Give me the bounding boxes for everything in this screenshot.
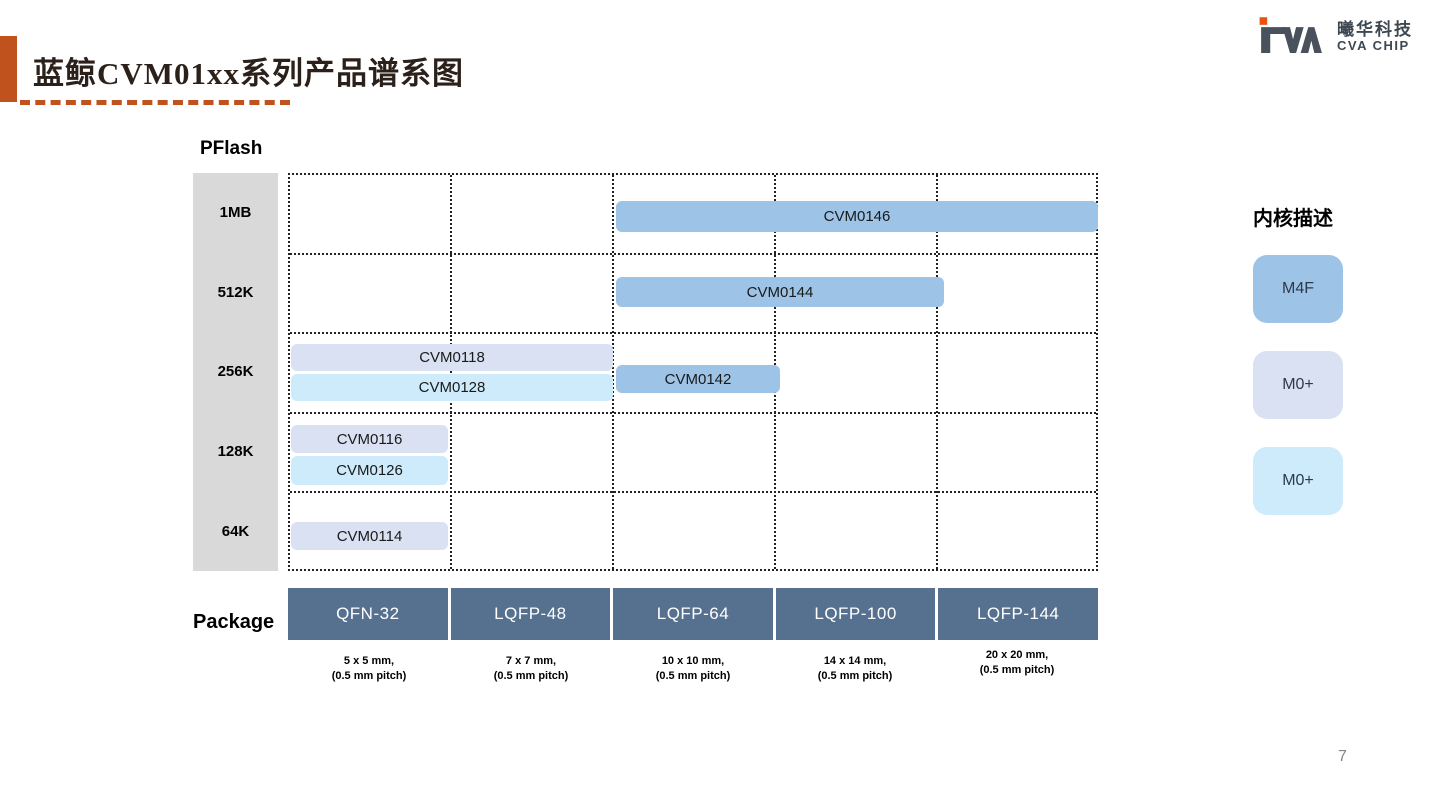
cva-logo-icon — [1259, 17, 1322, 53]
product-bar-cvm0144: CVM0144 — [616, 277, 944, 307]
grid-vline — [612, 175, 614, 569]
logo-company-name-en: CVA CHIP — [1337, 38, 1410, 54]
package-cell-lqfp100: LQFP-100 — [775, 588, 936, 640]
legend-item-m0plus-1: M0+ — [1253, 351, 1343, 419]
size-line1: 10 x 10 mm, — [661, 655, 725, 667]
legend-title: 内核描述 — [1253, 208, 1333, 230]
product-bar-cvm0114: CVM0114 — [291, 522, 448, 550]
flash-level-128k: 128K — [217, 443, 254, 461]
flash-axis: 1MB 512K 256K 128K 64K — [193, 173, 278, 571]
flash-level-256k: 256K — [217, 363, 254, 381]
package-cell-lqfp48: LQFP-48 — [450, 588, 611, 640]
size-line2: (0.5 mm pitch) — [979, 664, 1055, 677]
grid-hline — [290, 332, 1096, 334]
package-size-lqfp144: 20 x 20 mm, (0.5 mm pitch) — [936, 648, 1098, 679]
size-line1: 20 x 20 mm, — [985, 649, 1049, 661]
size-line1: 7 x 7 mm, — [505, 655, 557, 667]
flash-level-64k: 64K — [221, 522, 250, 540]
size-line2: (0.5 mm pitch) — [493, 670, 569, 683]
size-line1: 5 x 5 mm, — [343, 655, 395, 667]
flash-axis-title: PFlash — [200, 138, 263, 159]
size-line2: (0.5 mm pitch) — [655, 670, 731, 683]
size-line2: (0.5 mm pitch) — [817, 670, 893, 683]
product-bar-cvm0118: CVM0118 — [291, 344, 613, 371]
package-cell-lqfp64: LQFP-64 — [613, 588, 773, 640]
package-size-lqfp100: 14 x 14 mm, (0.5 mm pitch) — [774, 654, 936, 685]
package-size-lqfp64: 10 x 10 mm, (0.5 mm pitch) — [612, 654, 774, 685]
grid-hline — [290, 412, 1096, 414]
package-cell-qfn32: QFN-32 — [288, 588, 448, 640]
grid-vline — [936, 175, 938, 569]
product-bar-cvm0116: CVM0116 — [291, 425, 448, 453]
logo-text: 曦华科技 CVA CHIP — [1337, 20, 1413, 54]
size-line1: 14 x 14 mm, — [823, 655, 887, 667]
page-number: 7 — [1338, 748, 1347, 765]
package-size-row: 5 x 5 mm, (0.5 mm pitch) 7 x 7 mm, (0.5 … — [288, 649, 1098, 685]
company-logo: 曦华科技 CVA CHIP — [1252, 16, 1413, 58]
product-bar-cvm0128: CVM0128 — [291, 374, 613, 401]
package-size-lqfp48: 7 x 7 mm, (0.5 mm pitch) — [450, 654, 612, 685]
package-row: QFN-32 LQFP-48 LQFP-64 LQFP-100 LQFP-144 — [288, 588, 1098, 640]
package-cell-lqfp144: LQFP-144 — [938, 588, 1098, 640]
title-accent-bar — [0, 36, 17, 102]
size-line2: (0.5 mm pitch) — [331, 670, 407, 683]
product-bar-cvm0146: CVM0146 — [616, 201, 1098, 232]
legend-item-m4f: M4F — [1253, 255, 1343, 323]
chart-grid: CVM0146 CVM0144 CVM0118 CVM0128 CVM0142 … — [288, 173, 1098, 571]
grid-hline — [290, 253, 1096, 255]
logo-company-name-cn: 曦华科技 — [1337, 19, 1413, 39]
product-bar-cvm0126: CVM0126 — [291, 456, 448, 485]
grid-vline — [450, 175, 452, 569]
flash-level-1mb: 1MB — [219, 204, 252, 222]
legend-item-m0plus-2: M0+ — [1253, 447, 1343, 515]
grid-hline — [290, 491, 1096, 493]
title-underline — [20, 100, 290, 105]
flash-level-512k: 512K — [217, 283, 254, 301]
package-axis-title: Package — [193, 611, 275, 633]
product-bar-cvm0142: CVM0142 — [616, 365, 780, 393]
page-title: 蓝鲸CVM01xx系列产品谱系图 — [33, 56, 465, 91]
package-size-qfn32: 5 x 5 mm, (0.5 mm pitch) — [288, 654, 450, 685]
